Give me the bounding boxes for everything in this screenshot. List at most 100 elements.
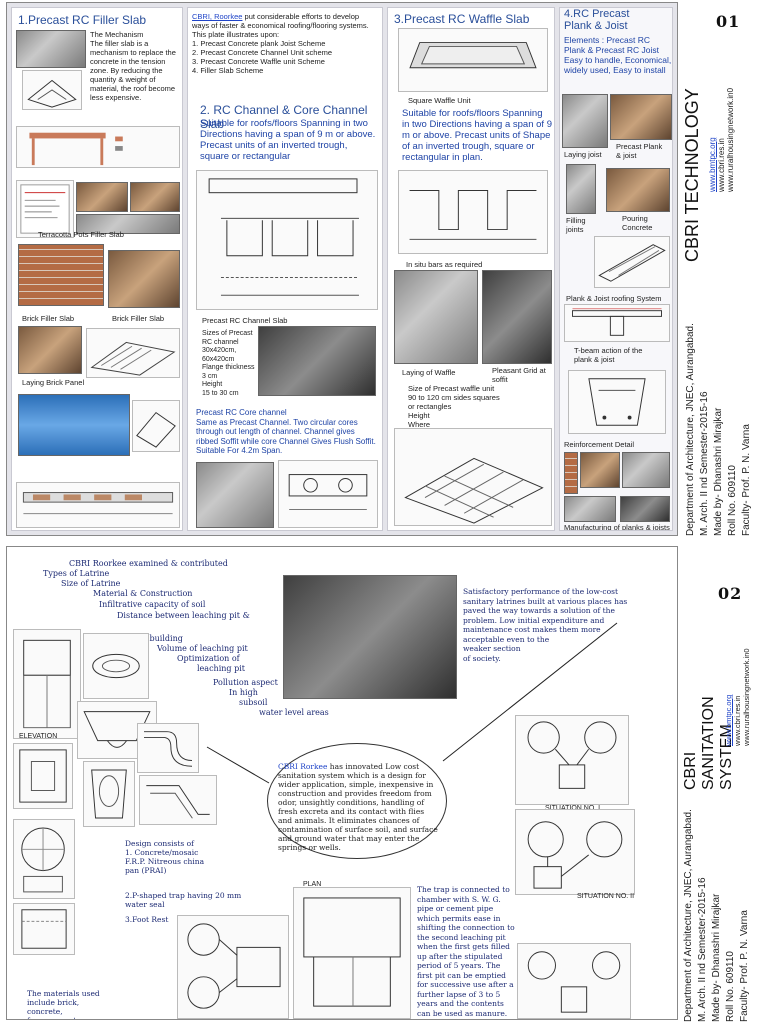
innovation-block: CBRI Rorkee has innovated Low cost sanit… [278, 762, 440, 852]
core-channel-drawing [278, 460, 378, 528]
filler-mechanism-text: The Mechanism The filler slab is a mecha… [90, 30, 176, 102]
plank-joist-column: 4.RC Precast Plank & Joist Elements : Pr… [559, 7, 673, 531]
filler-photo-b [130, 182, 180, 212]
examined-heading: CBRI Roorkee examined & contributed [69, 559, 228, 568]
materials-text: The materials used include brick, concre… [27, 989, 100, 1019]
sheet2-link-bmtpc[interactable]: www.bmtpc.org [724, 694, 733, 746]
sheet1-credits: Department of Architecture, JNEC, Aurang… [684, 323, 754, 536]
channel-description: Suitable for roofs/floors Spanning in tw… [200, 118, 376, 162]
filler-section-drawing [16, 126, 180, 168]
leaching-pit-drawing [13, 819, 75, 899]
filler-slab-sketch [22, 70, 82, 110]
latrine-plan-circles [177, 915, 289, 1019]
sheet1-credit-dept: Department of Architecture, JNEC, Aurang… [685, 323, 696, 536]
brick-filler-photo-a [18, 244, 104, 306]
waffle-heading: 3.Precast RC Waffle Slab [394, 12, 530, 26]
plank-system-drawing [594, 236, 670, 288]
waffle-isometric-drawing [394, 428, 552, 526]
latrine-elevation-drawing [13, 629, 81, 739]
sheet2-links: www.bmtpc.org www.cbri.res.in www.ruralh… [724, 648, 751, 746]
plan-label: PLAN [303, 881, 322, 888]
pouring-concrete-photo [606, 168, 670, 212]
sheet2-credit-course: M. Arch. II nd Semester-2015-16 [697, 877, 708, 1022]
situation-one-label: SITUATION NO. I [545, 805, 600, 812]
elevation-label: ELEVATION [19, 733, 58, 740]
manufacturing-photo-a [564, 496, 616, 522]
sheet1-credit-roll: Roll No. 609110 [727, 465, 738, 536]
innovation-org: CBRI Rorkee [278, 762, 328, 771]
waffle-size-text: Size of Precast waffle unit 90 to 120 cm… [408, 384, 500, 429]
channel-sizes: Sizes of Precast RC channel 30x420cm, 60… [202, 330, 255, 397]
terracotta-caption: Terracotta Pots Filler Slab [38, 230, 124, 239]
mould-photo-c [622, 452, 670, 488]
examined-item: subsoil [239, 698, 268, 707]
filler-photo-a [76, 182, 128, 212]
trap-section-drawing [137, 723, 199, 773]
sheet1-link-rural: www.ruralhousingnetwork.in0 [726, 87, 735, 192]
p-trap-text: 2.P-shaped trap having 20 mm water seal [125, 891, 242, 909]
intro-org: CBRI, Roorkee [192, 12, 243, 21]
technology-panel: 1.Precast RC Filler Slab The Mechanism T… [6, 2, 678, 536]
innovation-text: has innovated Low cost sanitation system… [278, 762, 438, 852]
intro-block: CBRI, Roorkee put considerable efforts t… [192, 12, 378, 75]
connection-text: The trap is connected to chamber with S.… [417, 885, 515, 1018]
sheet-cbri-technology: 1.Precast RC Filler Slab The Mechanism T… [6, 2, 754, 536]
channel-caption: Precast RC Channel Slab [202, 316, 288, 325]
filler-cross-section [16, 482, 180, 528]
channel-section-drawing [196, 170, 378, 310]
laying-joist-photo [562, 94, 608, 148]
intro-list-item: 4. Filler Slab Scheme [192, 66, 264, 75]
waffle-reinforcement-drawing [398, 170, 548, 254]
examined-item: leaching pit [197, 664, 245, 673]
pit-section-drawing [13, 903, 75, 955]
foot-rest-text: 3.Foot Rest [125, 915, 169, 924]
performance-text: Satisfactory performance of the low-cost… [463, 587, 628, 663]
channel-slab-photo [258, 326, 376, 396]
plank-caption-manufacturing: Manufacturing of planks & joists [564, 523, 670, 531]
plank-caption-precast: Precast Plank & joist [616, 142, 663, 160]
examined-item: Size of Latrine [61, 579, 121, 588]
examined-item: Infiltrative capacity of soil [99, 600, 206, 609]
precast-plank-photo [610, 94, 672, 140]
examined-item: In high [229, 688, 258, 697]
mould-photo-b [580, 452, 620, 488]
waffle-unit-caption: Square Waffle Unit [408, 96, 471, 105]
sheet2-credit-dept: Department of Architecture, JNEC, Aurang… [683, 809, 694, 1022]
sheet2-link-cbri: www.cbri.res.in [733, 695, 742, 746]
channel-slab-column: CBRI, Roorkee put considerable efforts t… [187, 7, 383, 531]
brick-panel-drawing [86, 328, 180, 378]
plank-caption-laying: Laying joist [564, 150, 602, 159]
sanitation-photo [283, 575, 457, 699]
waffle-grid-caption: Pleasant Grid at soffit [492, 366, 546, 384]
brick-pan-drawing [83, 633, 149, 699]
sheet1-credit-faculty: Faculty- Prof. P. N. Varna [741, 424, 752, 536]
sheet2-number: 02 [718, 584, 743, 603]
sheet1-link-bmtpc[interactable]: www.bmtpc.org [708, 137, 717, 192]
design-consists-text: Design consists of 1. Concrete/mosaic F.… [125, 839, 205, 875]
waffle-slab-column: 3.Precast RC Waffle Slab Square Waffle U… [387, 7, 555, 531]
plank-elements: Elements : Precast RC Plank & Precast RC… [564, 35, 672, 75]
plank-caption-system: Plank & Joist roofing System [566, 294, 662, 303]
core-channel-photo [196, 462, 274, 528]
sheet1-credit-author: Made by- Dhanashri Mirajkar [713, 407, 724, 536]
sheet1-links: www.bmtpc.org www.cbri.res.in www.ruralh… [708, 88, 735, 192]
filler-slab-photo [16, 30, 86, 68]
innovation-oval: CBRI Rorkee has innovated Low cost sanit… [267, 743, 447, 859]
sheet1-number: 01 [716, 12, 741, 31]
insitu-caption: In situ bars as required [406, 260, 483, 269]
waffle-laying-caption: Laying of Waffle [402, 368, 456, 377]
t-beam-drawing [564, 304, 670, 342]
pan-plan-drawing [83, 761, 135, 827]
filler-info-slide [18, 394, 130, 456]
sheet2-credits: Department of Architecture, JNEC, Aurang… [682, 809, 752, 1022]
intro-text: put considerable efforts to develop ways… [192, 12, 369, 39]
filler-slab-column: 1.Precast RC Filler Slab The Mechanism T… [11, 7, 183, 531]
situation-one-drawing [515, 715, 629, 805]
sheet1-link-cbri: www.cbri.res.in [717, 138, 726, 192]
sheet1-credit-course: M. Arch. II nd Semester-2015-16 [699, 391, 710, 536]
low-cost-construction-note [16, 180, 74, 238]
waffle-unit-drawing [398, 28, 548, 92]
